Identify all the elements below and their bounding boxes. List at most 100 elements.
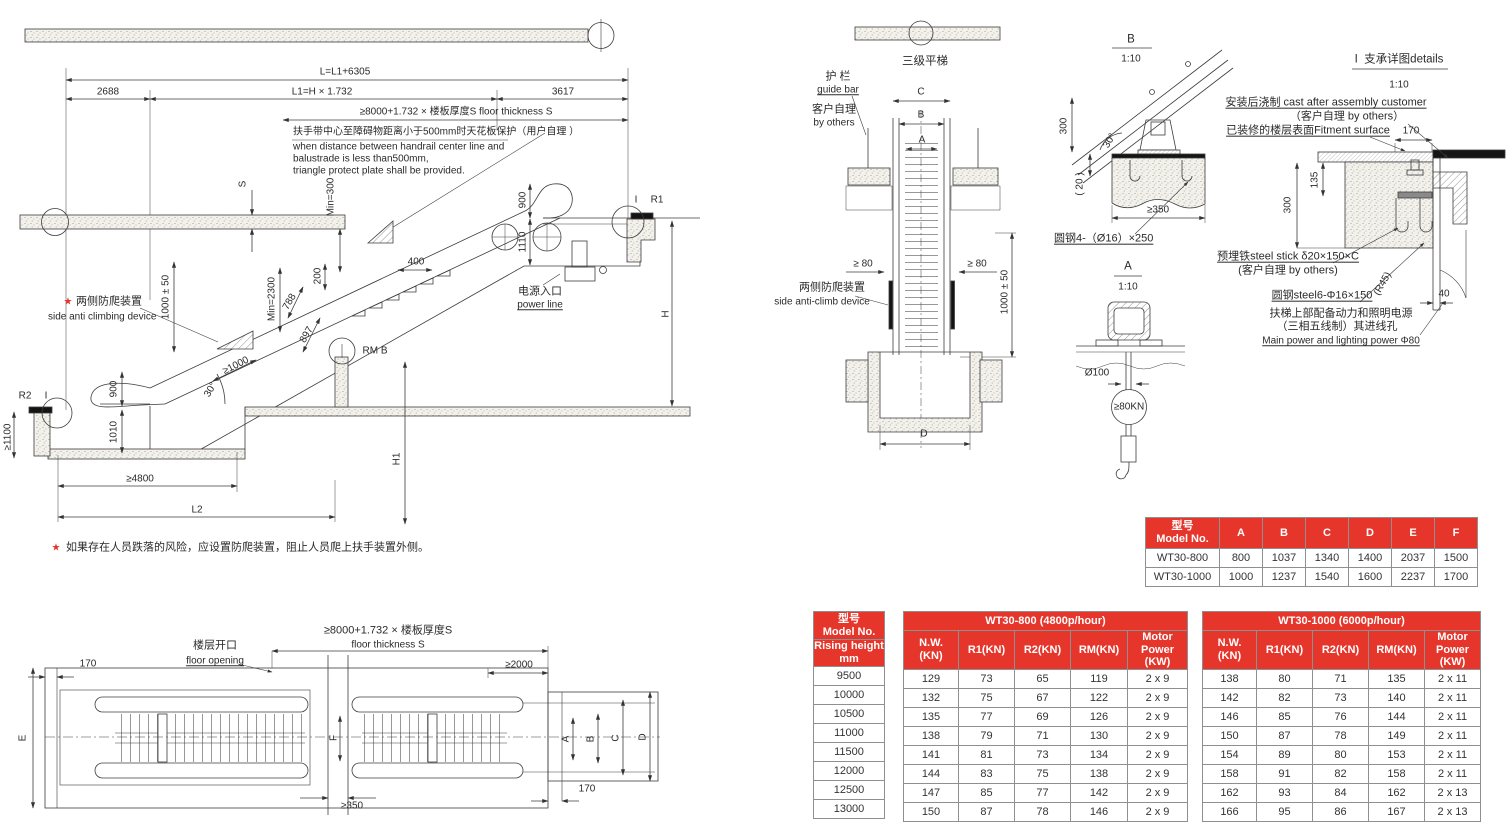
dim-2688: 2688 [96, 86, 120, 98]
table-cell: 1237 [1262, 567, 1306, 587]
table-cell: 147 [903, 782, 959, 803]
table-cell: 162 [1368, 782, 1425, 803]
table-cell: 2 x 11 [1423, 706, 1482, 727]
dim-400: 400 [407, 256, 425, 268]
table-cell: 12500 [813, 780, 885, 800]
dim-1010: 1010 [108, 420, 120, 444]
table-cell: 800 [1219, 548, 1263, 568]
table-cell: 126 [1070, 706, 1128, 727]
dim-floor-thickness: ≥8000+1.732 × 楼板厚度S floor thickness S [359, 106, 553, 118]
steel-stick-label: 预埋铁steel stick δ20×150×C [1217, 250, 1359, 263]
label-r1: R1 [650, 194, 664, 206]
dim-3617: 3617 [551, 86, 575, 98]
dim-l2: L2 [191, 504, 203, 516]
bp-dim-floor-line2: floor thickness S [351, 639, 425, 651]
table-cell: 162 [1202, 782, 1257, 803]
dim-900-bottom: 900 [108, 380, 120, 398]
t1000-col-r2: R2(KN) [1312, 630, 1369, 670]
plan-dim-1000-50: 1000 ± 50 [999, 269, 1011, 315]
dim-1000-50-side: 1000 ± 50 [160, 274, 172, 320]
dim-h1: H1 [391, 452, 403, 466]
table-cell: 80 [1256, 668, 1313, 689]
bp-dim-floor-line1: ≥8000+1.732 × 楼板厚度S [323, 624, 453, 637]
table-cell: 158 [1202, 763, 1257, 784]
dim-900-top: 900 [517, 191, 529, 209]
table-cell: 89 [1256, 744, 1313, 765]
table-cell: 141 [903, 744, 959, 765]
table-cell: 84 [1312, 782, 1369, 803]
table-cell: 78 [1312, 725, 1369, 746]
t800-col-motor: Motor Power (KW) [1126, 630, 1189, 670]
table-cell: 2 x 9 [1126, 763, 1189, 784]
handrail-note-line4: triangle protect plate shall be provided… [293, 165, 465, 177]
dim-ge4800: ≥4800 [126, 473, 154, 485]
table-cell: 2 x 9 [1126, 782, 1189, 803]
bp-dim-a: A [560, 735, 572, 743]
table-cell: 2 x 9 [1126, 668, 1189, 689]
table-cell: 2 x 11 [1423, 744, 1482, 765]
detail-a-dim-d100: Ø100 [1084, 367, 1110, 379]
dim-total-length: L=L1+6305 [319, 66, 371, 78]
table-cell: 86 [1312, 801, 1369, 822]
table-cell: 67 [1014, 687, 1071, 708]
detail-i-dim-135: 135 [1309, 171, 1321, 189]
detail-b-anchor-note: 圆钢4-（Ø16）×250 [1054, 232, 1154, 245]
label-r2: R2 [18, 390, 32, 402]
floor-opening-label-cn: 楼层开口 [193, 639, 237, 652]
table-cell: 79 [958, 725, 1015, 746]
table-cell: 73 [958, 668, 1015, 689]
t800-title: WT30-800 (4800p/hour) [902, 611, 1189, 631]
table-cell: 91 [1256, 763, 1313, 784]
plan-dim-ge80-right: ≥ 80 [967, 258, 987, 270]
fitment-surface-label: 已装修的楼层表面Fitment surface [1226, 124, 1390, 137]
col-header-c: C [1305, 517, 1349, 549]
label-rm-b: RM B [362, 345, 388, 357]
table-cell: 2 x 13 [1423, 782, 1482, 803]
by-others-label-en: by others [813, 117, 855, 129]
detail-a-load: ≥80KN [1113, 401, 1145, 413]
bp-dim-ge350: ≥350 [340, 800, 364, 812]
detail-b-dim-300: 300 [1058, 117, 1070, 135]
col-header-b: B [1262, 517, 1306, 549]
table-cell: 167 [1368, 801, 1425, 822]
dim-min2300: Min=2300 [266, 276, 278, 322]
steel-stick-by-others: (客户自理 by others) [1238, 264, 1338, 277]
table-cell: 11000 [813, 723, 885, 743]
table-cell: 1037 [1262, 548, 1306, 568]
table-row: 11000 [813, 723, 885, 743]
table-cell: 149 [1368, 725, 1425, 746]
t800-col-r2: R2(KN) [1014, 630, 1071, 670]
table-cell: 2 x 9 [1126, 744, 1189, 765]
table-cell: 142 [1202, 687, 1257, 708]
plan-dim-ge80-left: ≥ 80 [853, 258, 873, 270]
plan-dim-c: C [917, 86, 925, 98]
bp-dim-c: C [610, 734, 622, 742]
table-cell: 85 [958, 782, 1015, 803]
table-row: 11500 [813, 742, 885, 762]
table-cell: 82 [1312, 763, 1369, 784]
table-cell: 95 [1256, 801, 1313, 822]
table-cell: 144 [1368, 706, 1425, 727]
table-cell: 1540 [1305, 567, 1349, 587]
table-cell: 158 [1368, 763, 1425, 784]
model-table-header-row: 型号 Model No. A B C D E F [1145, 517, 1478, 549]
table-cell: 1400 [1348, 548, 1392, 568]
table-cell: 87 [1256, 725, 1313, 746]
wt30-800-table: WT30-800 (4800p/hour) N.W. (KN) R1(KN) R… [902, 611, 1189, 822]
footnote-text: 如果存在人员跌落的风险，应设置防爬装置，阻止人员爬上扶手装置外侧。 [66, 541, 429, 554]
handrail-note-line2: when distance between handrail center li… [293, 141, 505, 153]
t1000-col-r1: R1(KN) [1256, 630, 1313, 670]
label-i-bottom: I [44, 390, 48, 402]
